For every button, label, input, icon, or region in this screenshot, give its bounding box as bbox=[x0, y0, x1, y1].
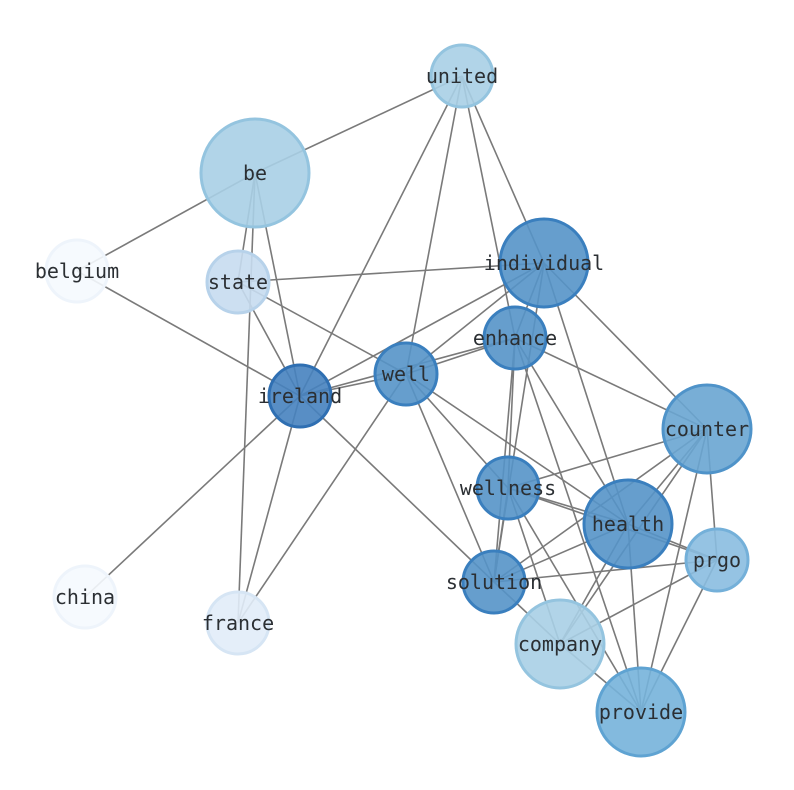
node-well bbox=[373, 341, 439, 407]
edge-well-france bbox=[237, 373, 407, 624]
node-circle bbox=[205, 590, 271, 656]
node-wellness bbox=[475, 455, 541, 521]
edge-ireland-solution bbox=[299, 395, 495, 583]
edge-united-ireland bbox=[299, 75, 463, 397]
node-circle bbox=[514, 598, 606, 690]
node-circle bbox=[498, 217, 590, 309]
node-state bbox=[205, 249, 271, 315]
node-label-ireland: ireland bbox=[258, 384, 342, 408]
node-label-france: france bbox=[202, 611, 274, 635]
node-circle bbox=[582, 478, 674, 570]
node-solution bbox=[461, 549, 527, 615]
node-circle bbox=[52, 564, 118, 630]
node-circle bbox=[595, 666, 687, 758]
node-circle bbox=[373, 341, 439, 407]
node-be bbox=[199, 117, 311, 229]
edge-well-solution bbox=[405, 373, 495, 583]
edge-individual-health bbox=[543, 262, 629, 525]
node-circle bbox=[205, 249, 271, 315]
edge-ireland-individual bbox=[299, 262, 545, 397]
node-label-company: company bbox=[518, 632, 602, 656]
edge-state-individual bbox=[237, 262, 545, 283]
node-label-individual: individual bbox=[484, 251, 604, 275]
node-belgium bbox=[44, 238, 110, 304]
node-circle bbox=[482, 305, 548, 371]
node-circle bbox=[267, 363, 333, 429]
node-circle bbox=[684, 527, 750, 593]
node-circle bbox=[475, 455, 541, 521]
node-ireland bbox=[267, 363, 333, 429]
edge-enhance-provide bbox=[514, 337, 642, 713]
node-label-provide: provide bbox=[599, 700, 683, 724]
node-label-state: state bbox=[208, 270, 268, 294]
node-label-be: be bbox=[243, 161, 267, 185]
edge-counter-provide bbox=[640, 428, 708, 713]
edge-be-france bbox=[237, 172, 256, 624]
edge-united-well bbox=[405, 75, 463, 375]
node-france bbox=[205, 590, 271, 656]
node-circle bbox=[44, 238, 110, 304]
node-circle bbox=[199, 117, 311, 229]
node-label-china: china bbox=[55, 585, 115, 609]
node-provide bbox=[595, 666, 687, 758]
node-label-well: well bbox=[382, 362, 430, 386]
edge-ireland-china bbox=[84, 395, 301, 598]
node-china bbox=[52, 564, 118, 630]
node-label-solution: solution bbox=[446, 570, 542, 594]
node-individual bbox=[498, 217, 590, 309]
node-label-enhance: enhance bbox=[473, 326, 557, 350]
node-label-prgo: prgo bbox=[693, 548, 741, 572]
node-company bbox=[514, 598, 606, 690]
node-label-health: health bbox=[592, 512, 664, 536]
node-counter bbox=[661, 383, 753, 475]
node-prgo bbox=[684, 527, 750, 593]
node-health bbox=[582, 478, 674, 570]
node-circle bbox=[661, 383, 753, 475]
edge-ireland-france bbox=[237, 395, 301, 624]
node-label-belgium: belgium bbox=[35, 259, 119, 283]
node-label-counter: counter bbox=[665, 417, 749, 441]
edge-belgium-ireland bbox=[76, 270, 301, 397]
node-circle bbox=[461, 549, 527, 615]
node-label-united: united bbox=[426, 64, 498, 88]
node-united bbox=[429, 43, 495, 109]
node-circle bbox=[429, 43, 495, 109]
node-label-wellness: wellness bbox=[460, 476, 556, 500]
edge-united-enhance bbox=[461, 75, 516, 339]
node-enhance bbox=[482, 305, 548, 371]
nodes-layer: united be belgium state individual enhance wel… bbox=[35, 43, 753, 758]
edge-prgo-solution bbox=[493, 559, 718, 583]
